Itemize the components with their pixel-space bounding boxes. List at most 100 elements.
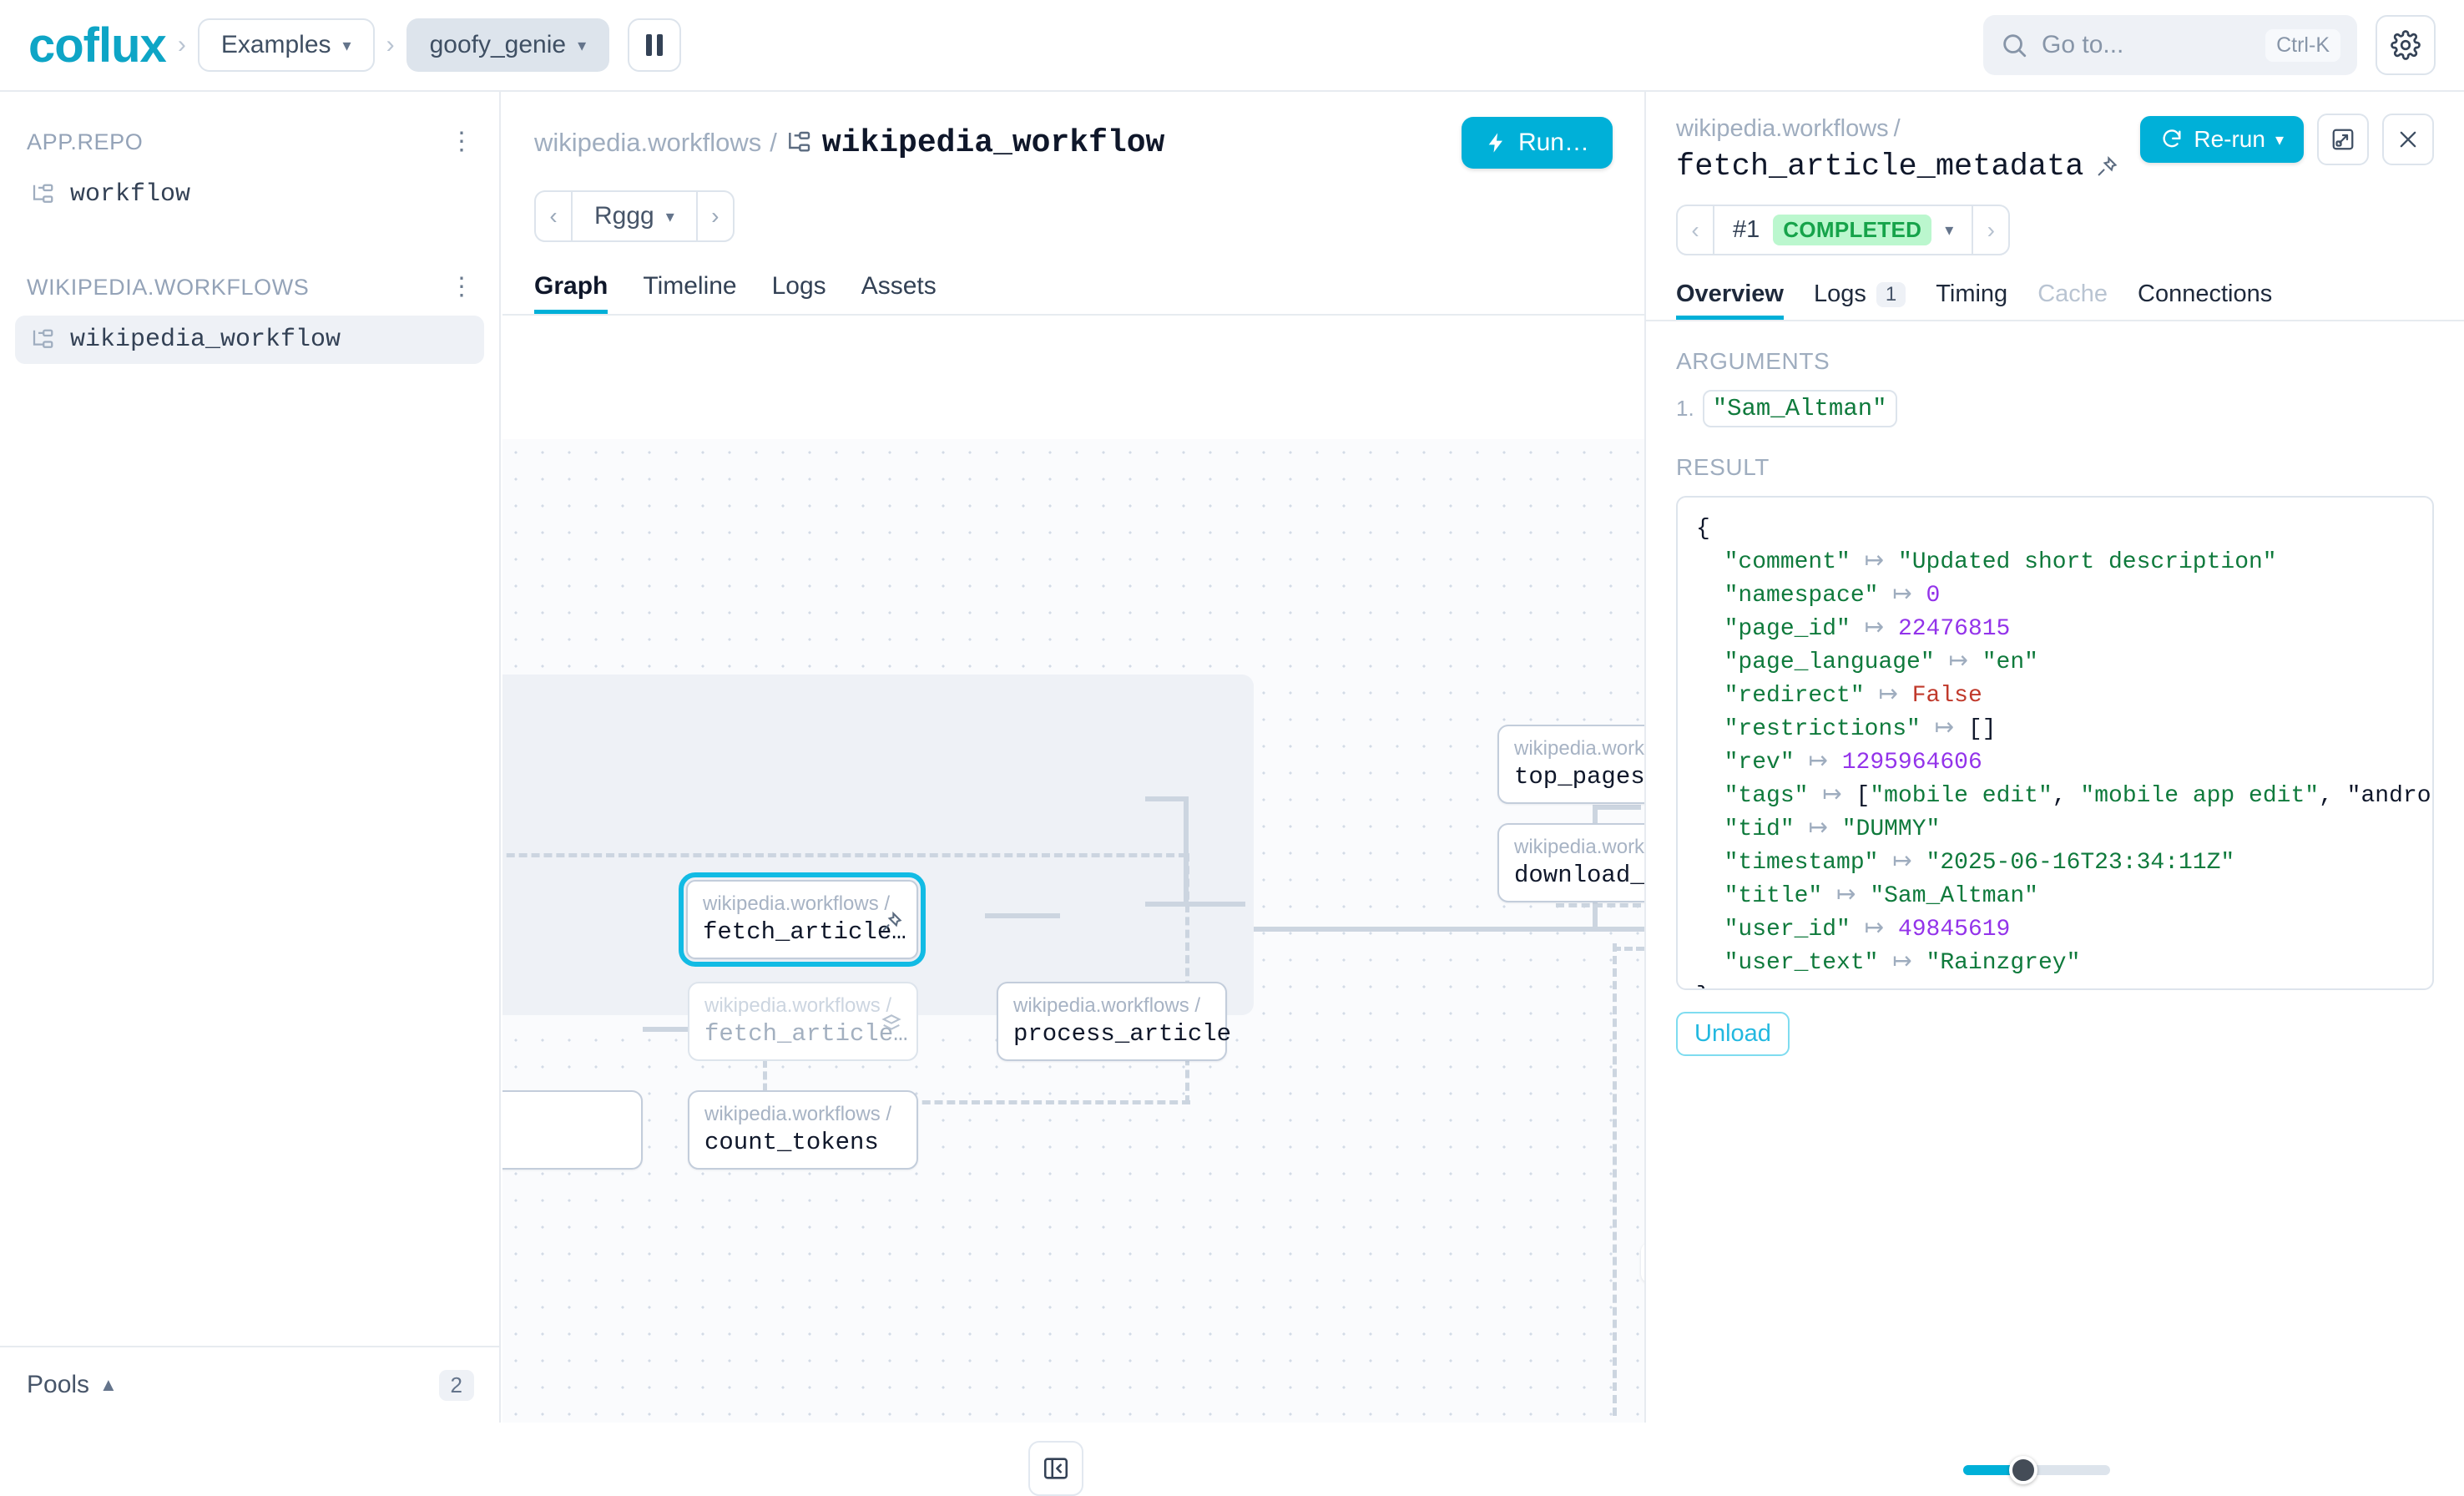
tab-connections[interactable]: Connections <box>2138 280 2272 320</box>
graph-node-download-nltk[interactable]: wikipedia.workflows / download_nltk <box>1497 823 1644 902</box>
tab-overview[interactable]: Overview <box>1676 280 1784 320</box>
graph-canvas[interactable]: wikipedia.workflows / top_pages wikipedi… <box>502 439 1644 1423</box>
kebab-menu-icon[interactable]: ⋮ <box>449 273 474 301</box>
detail-title-row: fetch_article_metadata <box>1676 149 2434 184</box>
search-placeholder: Go to... <box>2042 31 2124 58</box>
graph-edge <box>1184 796 1189 905</box>
pin-icon[interactable] <box>2095 155 2118 179</box>
tab-cache: Cache <box>2037 280 2108 320</box>
environment-selector-label: goofy_genie <box>429 31 567 58</box>
tab-timing-label: Timing <box>1936 280 2008 307</box>
tab-logs-count: 1 <box>1876 281 1906 307</box>
graph-node-namespace: wikipedia.workflows / <box>1514 737 1644 760</box>
breadcrumb-separator-2: › <box>386 31 395 58</box>
graph-node-count-tokens[interactable]: wikipedia.workflows / count_tokens <box>688 1090 918 1170</box>
breadcrumb: wikipedia.workflows / wikipedia_workflow… <box>534 117 1613 169</box>
pools-count: 2 <box>438 1369 474 1401</box>
result-label: RESULT <box>1676 454 1770 480</box>
zoom-slider[interactable] <box>1953 1451 2120 1489</box>
run-selector-value: Rggg <box>594 202 654 230</box>
search-shortcut: Ctrl-K <box>2265 28 2340 62</box>
tab-logs-label: Logs <box>1813 280 1866 307</box>
collapse-panel-button[interactable] <box>1028 1441 1083 1496</box>
kebab-menu-icon[interactable]: ⋮ <box>449 128 474 155</box>
graph-edge <box>1593 805 1641 810</box>
graph-edge-dashed <box>1613 943 1617 1416</box>
argument-value[interactable]: "Sam_Altman" <box>1702 390 1897 427</box>
graph-node-partial[interactable]: orkflows / e <box>502 1090 643 1170</box>
attempt-next-button[interactable]: › <box>1987 216 1995 243</box>
sidebar-item-label: wikipedia_workflow <box>70 326 341 354</box>
detail-breadcrumb: wikipedia.workflows/ <box>1676 115 2434 143</box>
detail-panel: wikipedia.workflows/ fetch_article_metad… <box>1644 92 2464 1423</box>
pin-icon[interactable] <box>880 910 903 933</box>
chevron-down-icon: ▾ <box>342 36 351 55</box>
stack-icon[interactable] <box>880 1012 903 1035</box>
rerun-button[interactable]: Re-run ▾ <box>2140 116 2304 163</box>
pause-icon <box>646 34 653 56</box>
graph-node-top-pages[interactable]: wikipedia.workflows / top_pages <box>1497 725 1644 804</box>
attempt-prev-button[interactable]: ‹ <box>1691 216 1699 243</box>
search-input[interactable]: Go to... Ctrl-K <box>1983 15 2357 75</box>
caret-up-icon: ▲ <box>99 1374 118 1395</box>
settings-button[interactable] <box>2376 15 2436 75</box>
run-prev-button[interactable]: ‹ <box>549 203 558 229</box>
environment-selector[interactable]: goofy_genie ▾ <box>406 18 610 72</box>
multiplicity-badge[interactable]: ×3 ▲▼ <box>1641 1242 1644 1283</box>
arguments-label: ARGUMENTS <box>1676 348 1830 374</box>
tab-logs[interactable]: Logs 1 <box>1814 280 1906 320</box>
run-selector-value-button[interactable]: Rggg ▾ <box>571 192 698 240</box>
tab-assets[interactable]: Assets <box>861 272 937 300</box>
main-tabs: Graph Timeline Logs Assets <box>502 272 1644 316</box>
graph-edge <box>1145 796 1189 801</box>
sidebar-item-label: workflow <box>70 180 191 209</box>
gear-icon <box>2391 30 2421 60</box>
attempt-selector-value-button[interactable]: #1 COMPLETED ▾ <box>1713 206 1974 254</box>
tab-overview-label: Overview <box>1676 280 1784 307</box>
chevron-down-icon: ▾ <box>578 36 587 55</box>
detail-panel-header: wikipedia.workflows/ fetch_article_metad… <box>1646 92 2464 255</box>
graph-node-name: fetch_article… <box>703 918 906 946</box>
popout-button[interactable] <box>2317 114 2369 165</box>
graph-node-process-article[interactable]: wikipedia.workflows / process_article <box>997 982 1231 1061</box>
detail-breadcrumb-namespace[interactable]: wikipedia.workflows <box>1676 115 1889 142</box>
tab-timeline[interactable]: Timeline <box>643 272 737 300</box>
zoom-slider-track[interactable] <box>1963 1456 2110 1484</box>
top-bar-right: Go to... Ctrl-K <box>1983 15 2436 75</box>
workflow-icon <box>33 329 53 348</box>
project-selector[interactable]: Examples ▾ <box>197 18 375 72</box>
graph-edge-dashed <box>1556 903 1641 907</box>
top-bar: coflux › Examples ▾ › goofy_genie ▾ Go t… <box>0 0 2464 92</box>
graph-node-name: fetch_article… <box>704 1020 908 1048</box>
run-next-button[interactable]: › <box>711 203 720 229</box>
chevron-down-icon: ▾ <box>665 207 674 226</box>
graph-node-namespace: wikipedia.workflows / <box>703 892 891 915</box>
close-button[interactable] <box>2382 114 2434 165</box>
pause-button[interactable] <box>628 18 682 72</box>
breadcrumb-namespace[interactable]: wikipedia.workflows <box>534 128 762 157</box>
search-icon <box>2003 34 2027 58</box>
pools-bar[interactable]: Pools ▲ 2 <box>0 1346 501 1423</box>
tab-logs[interactable]: Logs <box>771 272 826 300</box>
sidebar-item-workflow[interactable]: workflow <box>15 170 484 219</box>
graph-node-fetch-article-faded[interactable]: wikipedia.workflows / fetch_article… <box>688 982 918 1061</box>
run-button[interactable]: Run… <box>1461 117 1613 169</box>
graph-edge-dashed <box>1613 947 1644 951</box>
sidebar-item-wikipedia-workflow[interactable]: wikipedia_workflow <box>15 316 484 364</box>
result-box[interactable]: { "comment" ↦ "Updated short description… <box>1676 496 2434 990</box>
zoom-slider-knob[interactable] <box>2008 1456 2037 1484</box>
app-logo[interactable]: coflux <box>28 18 167 73</box>
tab-timing[interactable]: Timing <box>1936 280 2007 320</box>
pause-icon <box>657 34 664 56</box>
graph-node-name: count_tokens <box>704 1129 879 1156</box>
tab-graph[interactable]: Graph <box>534 272 608 314</box>
run-selector: ‹ Rggg ▾ › <box>534 190 735 242</box>
unload-button[interactable]: Unload <box>1676 1012 1790 1056</box>
status-badge: COMPLETED <box>1773 215 1932 245</box>
graph-node-fetch-article-selected[interactable]: wikipedia.workflows / fetch_article… <box>679 872 926 967</box>
graph-edge <box>1145 902 1245 907</box>
graph-node-namespace: wikipedia.workflows / <box>704 1103 892 1125</box>
attempt-number: #1 <box>1733 216 1760 243</box>
breadcrumb-separator-1: › <box>177 31 186 58</box>
detail-breadcrumb-slash: / <box>1893 115 1901 142</box>
